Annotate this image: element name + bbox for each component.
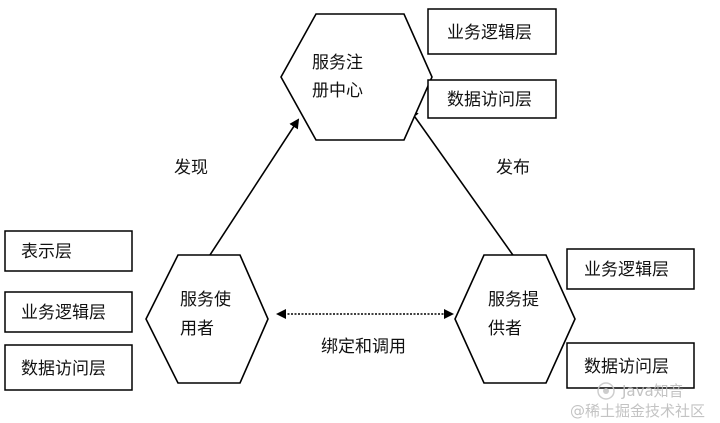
bind-label: 绑定和调用 (321, 337, 406, 357)
watermark-logo-icon (597, 382, 615, 400)
provider-label-line1: 服务提 (488, 290, 539, 310)
publish-arrow (408, 108, 516, 259)
provider-layer-data-access-label: 数据访问层 (584, 357, 669, 377)
consumer-node: 服务使 用者 (145, 254, 269, 384)
provider-node: 服务提 供者 (454, 254, 576, 384)
registry-layer-data-access-label: 数据访问层 (447, 90, 532, 110)
consumer-layer-data-access: 数据访问层 (4, 344, 133, 391)
provider-layer-data-access: 数据访问层 (566, 342, 695, 389)
consumer-label-line2: 用者 (180, 319, 214, 339)
consumer-layer-data-access-label: 数据访问层 (21, 359, 106, 379)
consumer-layer-business: 业务逻辑层 (4, 291, 133, 333)
registry-label-line2: 册中心 (312, 81, 363, 101)
provider-label-line2: 供者 (488, 319, 522, 339)
consumer-layer-presentation: 表示层 (4, 230, 133, 272)
watermark: Java知音 @稀土掘金技术社区 (570, 382, 705, 420)
registry-layer-business: 业务逻辑层 (427, 8, 557, 55)
watermark-logo-icon-dot (603, 388, 609, 394)
provider-layer-business-label: 业务逻辑层 (584, 260, 669, 280)
registry-layer-data-access: 数据访问层 (427, 79, 557, 119)
discover-label: 发现 (174, 158, 208, 178)
provider-layer-business: 业务逻辑层 (566, 248, 695, 290)
registry-layer-business-label: 业务逻辑层 (447, 23, 532, 43)
watermark-line2: @稀土掘金技术社区 (570, 402, 705, 420)
registry-label-line1: 服务注 (312, 53, 363, 73)
consumer-label-line1: 服务使 (180, 289, 231, 310)
publish-label: 发布 (496, 158, 530, 178)
watermark-line1: Java知音 (621, 382, 684, 400)
discover-arrow (207, 118, 300, 259)
consumer-layer-presentation-label: 表示层 (21, 242, 72, 262)
registry-node: 服务注 册中心 (280, 13, 433, 141)
consumer-layer-business-label: 业务逻辑层 (21, 303, 106, 323)
